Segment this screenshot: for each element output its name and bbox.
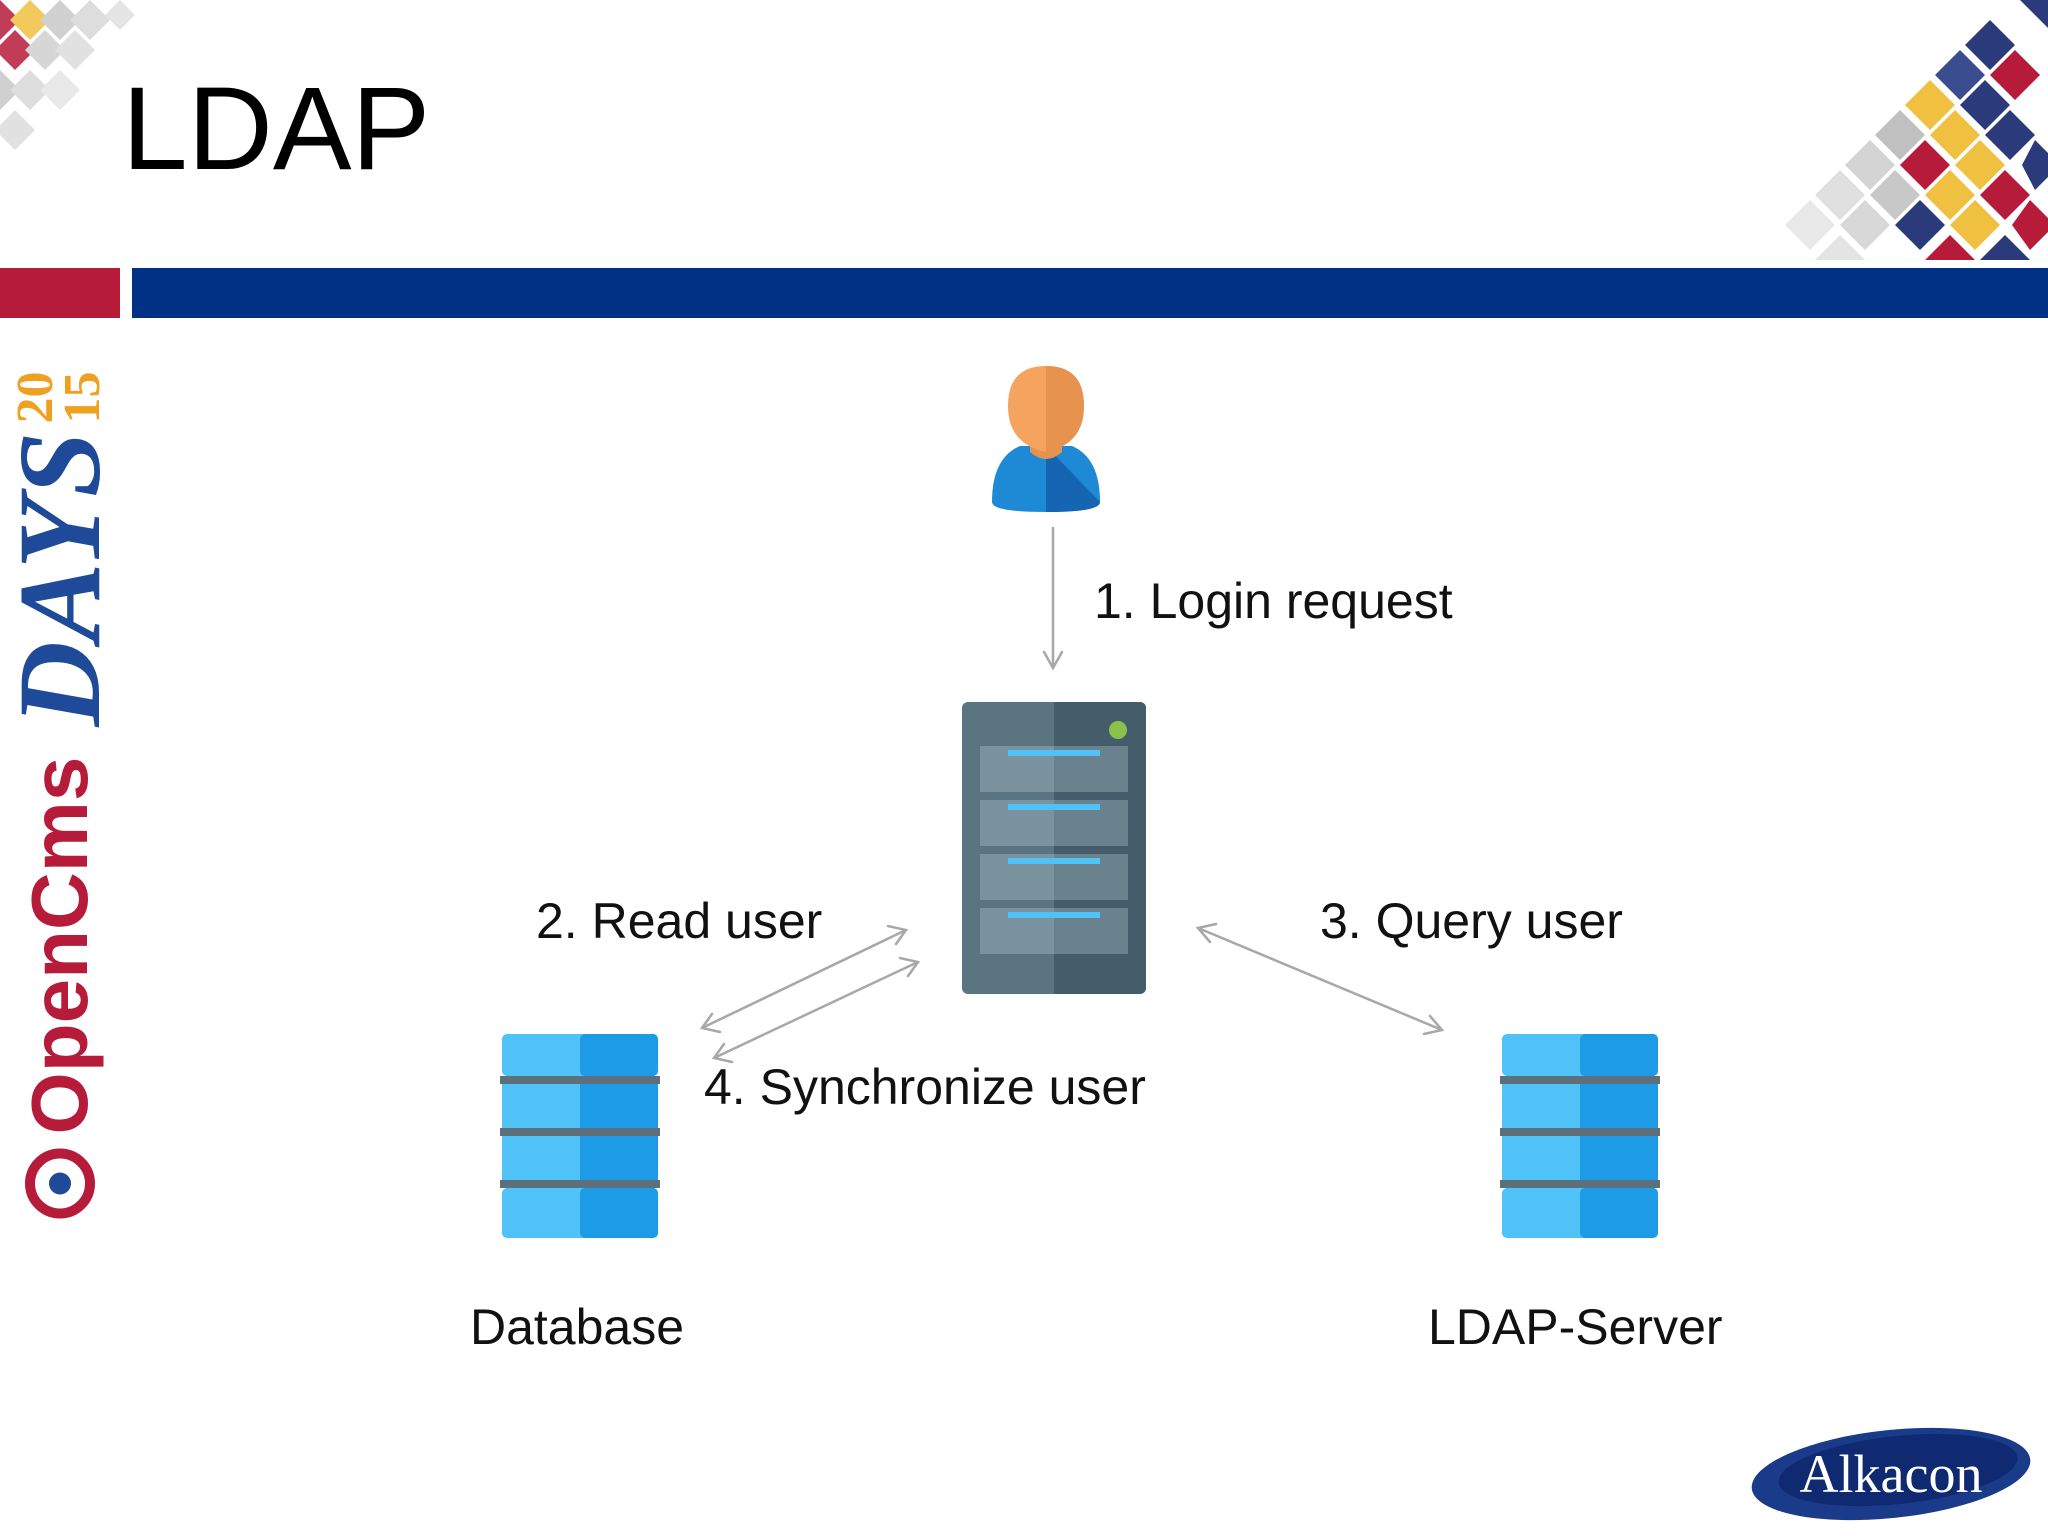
corner-pattern-top-left — [0, 0, 135, 150]
arrow-read-user — [699, 924, 909, 1034]
label-synchronize-user: 4. Synchronize user — [704, 1059, 1146, 1115]
arrow-login — [1042, 526, 1064, 671]
database-icon — [500, 1034, 660, 1238]
header-bar-accent — [0, 268, 120, 318]
user-icon — [992, 366, 1100, 512]
slide-title: LDAP — [122, 63, 431, 195]
alkacon-logo: Alkacon — [1748, 1426, 2034, 1522]
arrow-query-user — [1195, 922, 1445, 1036]
alkacon-logo-text: Alkacon — [1799, 1444, 1983, 1504]
server-icon — [962, 702, 1146, 994]
ldap-server-icon — [1500, 1034, 1660, 1238]
header-bar — [132, 268, 2048, 318]
label-ldap-server: LDAP-Server — [1428, 1299, 1723, 1355]
label-login-request: 1. Login request — [1094, 573, 1453, 629]
arrow-synchronize-user — [711, 956, 921, 1064]
label-read-user: 2. Read user — [536, 893, 823, 949]
label-query-user: 3. Query user — [1320, 893, 1623, 949]
corner-pattern-top-right — [1785, 0, 2048, 260]
label-database: Database — [470, 1299, 685, 1355]
